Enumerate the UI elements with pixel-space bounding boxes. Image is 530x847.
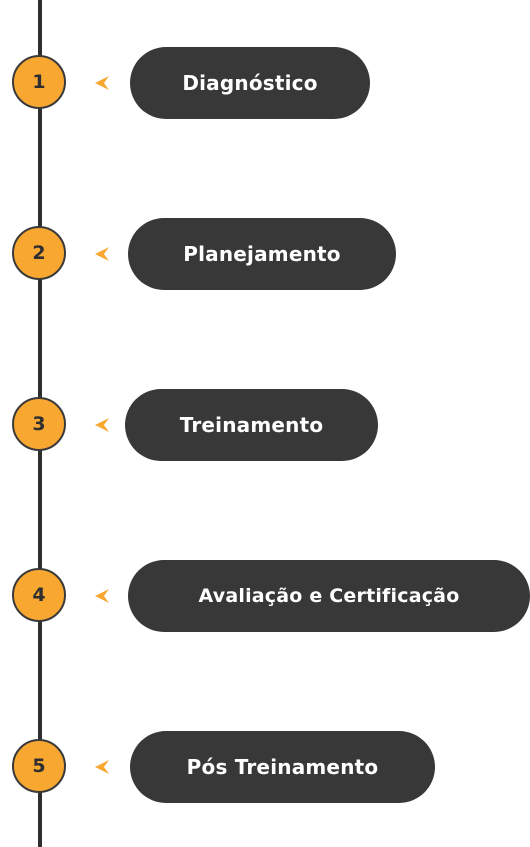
chevron-left-icon — [95, 418, 109, 432]
step-number-badge: 1 — [12, 55, 66, 109]
step-number-badge: 2 — [12, 226, 66, 280]
chevron-left-icon — [95, 760, 109, 774]
step-label-pill: Avaliação e Certificação — [128, 560, 530, 632]
step-3: 3 Treinamento — [0, 389, 530, 461]
chevron-left-icon — [95, 589, 109, 603]
step-number-badge: 3 — [12, 397, 66, 451]
step-2: 2 Planejamento — [0, 218, 530, 290]
chevron-left-icon — [95, 76, 109, 90]
step-number-badge: 5 — [12, 739, 66, 793]
step-label-pill: Planejamento — [128, 218, 396, 290]
step-5: 5 Pós Treinamento — [0, 731, 530, 803]
step-label-pill: Treinamento — [125, 389, 378, 461]
chevron-left-icon — [95, 247, 109, 261]
step-4: 4 Avaliação e Certificação — [0, 560, 530, 632]
step-number-badge: 4 — [12, 568, 66, 622]
step-label-pill: Pós Treinamento — [130, 731, 435, 803]
step-label-pill: Diagnóstico — [130, 47, 370, 119]
step-1: 1 Diagnóstico — [0, 47, 530, 119]
